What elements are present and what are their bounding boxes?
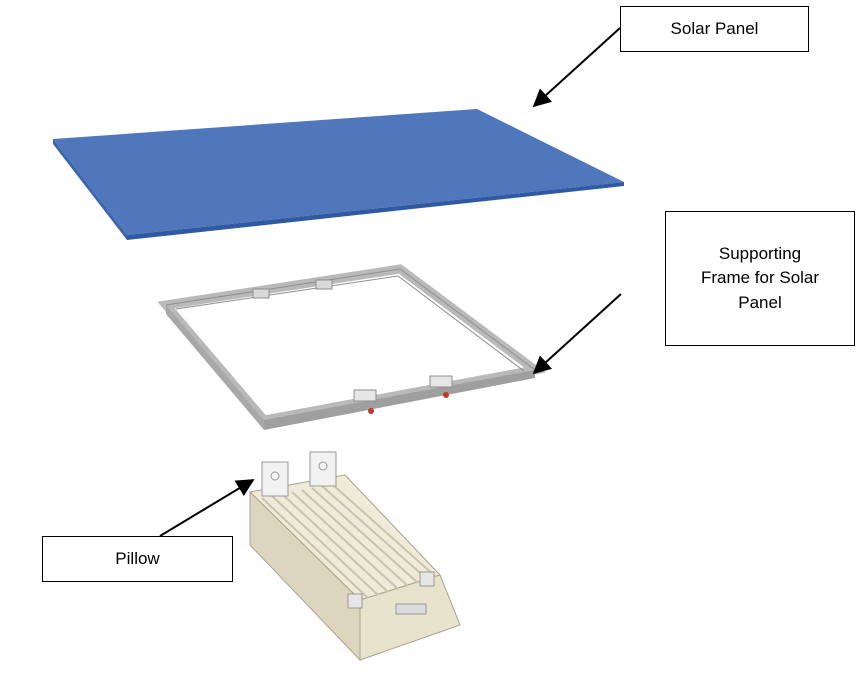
pillow — [248, 451, 461, 662]
pillow-label: Pillow — [42, 536, 233, 582]
frame-arrow — [532, 293, 622, 375]
pillow-arrow — [159, 479, 255, 537]
solar-panel — [53, 109, 624, 240]
solar-panel-arrow — [532, 27, 621, 108]
supporting-frame-label: Supporting Frame for Solar Panel — [665, 211, 855, 346]
supporting-frame — [157, 264, 546, 430]
solar-panel-label: Solar Panel — [620, 6, 809, 52]
